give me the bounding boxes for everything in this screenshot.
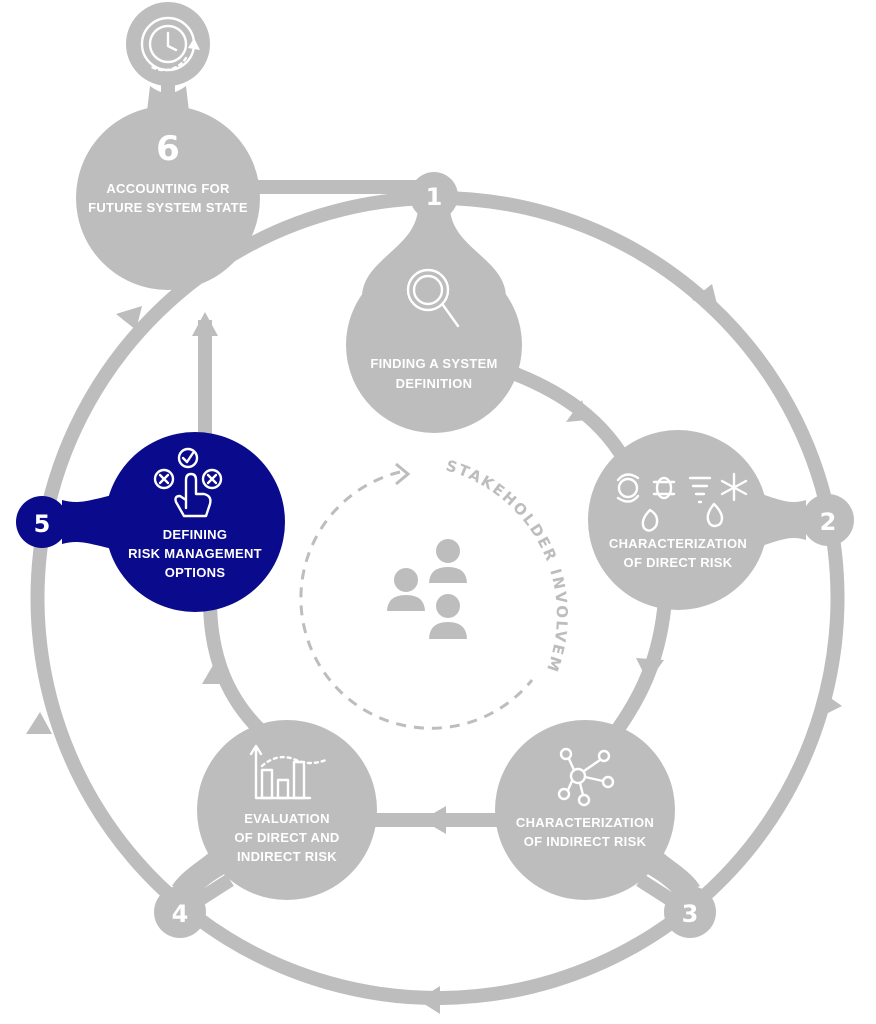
- step-4-title-line-3: INDIRECT RISK: [237, 849, 337, 864]
- stakeholder-dashed-loop: [299, 470, 534, 730]
- step-5-title-line-1: DEFINING: [163, 527, 228, 542]
- step-3-badge: [664, 886, 716, 938]
- step-5-number: 5: [34, 510, 51, 538]
- people-group-icon: [384, 537, 470, 641]
- outer-ring: [30, 190, 845, 1005]
- step-1-node[interactable]: 1 FINDING A SYSTEM DEFINITION: [346, 172, 522, 433]
- clock-cycle-icon: [140, 16, 200, 72]
- step-6-title-line-2: FUTURE SYSTEM STATE: [88, 200, 248, 215]
- step-4-title-line-1: EVALUATION: [244, 811, 330, 826]
- step-3-node[interactable]: 3 CHARACTERIZATION OF INDIRECT RISK: [495, 720, 716, 938]
- flow-arrows: [26, 284, 842, 1014]
- arrow-outer-3-4: [418, 986, 440, 1014]
- arrow-inner-2-3: [636, 658, 664, 682]
- arrow-inner-4-5: [202, 660, 230, 684]
- step-5-circle: [105, 432, 285, 612]
- arrow-outer-1-2: [692, 284, 718, 308]
- step-1-circle: [346, 257, 522, 433]
- step-4-title-line-2: OF DIRECT AND: [234, 830, 339, 845]
- step-2-circle: [588, 430, 768, 610]
- step-3-circle: [495, 720, 675, 900]
- step-2-title-line-2: OF DIRECT RISK: [624, 555, 733, 570]
- step-1-badge: [410, 172, 458, 220]
- step-2-title-line-1: CHARACTERIZATION: [609, 536, 747, 551]
- step-1-title-line-1: FINDING A SYSTEM: [370, 356, 497, 371]
- stakeholder-loop-arrowhead: [395, 462, 411, 486]
- step-2-node[interactable]: 2 CHARACTERIZATION OF DIRECT RISK: [588, 430, 854, 610]
- step-4-badge: [154, 886, 206, 938]
- step-6-circle: [76, 106, 260, 290]
- magnifier-icon: [406, 268, 460, 328]
- step-2-neck: [750, 490, 806, 550]
- arrow-inner-3-4: [422, 806, 446, 834]
- step-5-title-line-3: OPTIONS: [165, 565, 226, 580]
- step-1-title-line-2: DEFINITION: [396, 376, 473, 391]
- step-5-neck: [62, 492, 125, 552]
- step-3-neck: [640, 850, 700, 896]
- step-2-number: 2: [820, 508, 837, 536]
- arrow-outer-2-3: [818, 692, 842, 718]
- arrow-inner-1-2: [566, 400, 588, 422]
- step-1-number: 1: [426, 183, 443, 211]
- hazards-icon: [616, 472, 748, 532]
- evaluation-chart-icon: [249, 744, 328, 800]
- step-6-title-line-1: ACCOUNTING FOR: [106, 181, 230, 196]
- network-icon: [557, 747, 615, 807]
- selection-hand-icon: [153, 447, 223, 518]
- step-3-title-line-1: CHARACTERIZATION: [516, 815, 654, 830]
- step-3-title-line-2: OF INDIRECT RISK: [524, 834, 647, 849]
- step-5-title-line-2: RISK MANAGEMENT: [128, 546, 262, 561]
- step-3-number: 3: [682, 900, 699, 928]
- step-4-number: 4: [172, 900, 189, 928]
- step-2-badge: [802, 494, 854, 546]
- step-6-number: 6: [156, 129, 180, 169]
- step-4-neck: [172, 850, 232, 896]
- arrow-inner-5-6: [192, 312, 218, 336]
- step-6-node[interactable]: 6 ACCOUNTING FOR FUTURE SYSTEM STATE: [76, 2, 260, 290]
- step-5-badge: [16, 496, 68, 548]
- connector-2-to-3: [604, 599, 672, 745]
- arrow-outer-5-6: [116, 306, 142, 330]
- step-4-circle: [197, 720, 377, 900]
- step-4-node[interactable]: 4 EVALUATION OF DIRECT AND INDIRECT RISK: [154, 720, 377, 938]
- arrow-outer-4-5: [26, 712, 52, 734]
- step-5-node[interactable]: 5 DEFINING RISK MANAGEMENT OPTIONS: [16, 432, 285, 612]
